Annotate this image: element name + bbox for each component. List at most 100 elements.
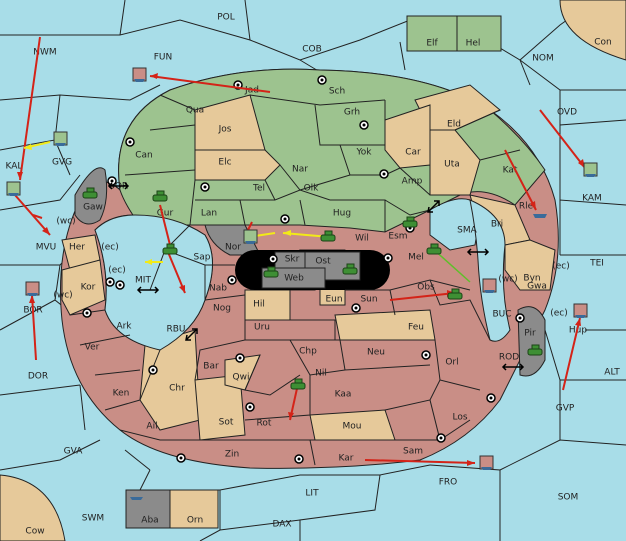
supply-center bbox=[115, 280, 125, 290]
label-pol: POL bbox=[217, 13, 235, 23]
label-gvp: GVP bbox=[556, 404, 575, 414]
label-fun: FUN bbox=[154, 53, 173, 63]
canal-arrow-rod bbox=[501, 363, 525, 371]
fleet-unit bbox=[482, 278, 497, 293]
fleet-unit bbox=[583, 162, 598, 177]
label-orl: Orl bbox=[445, 358, 458, 368]
label-obs: Obs bbox=[417, 283, 435, 293]
region-chr[interactable] bbox=[139, 329, 201, 431]
label-zin: Zin bbox=[225, 450, 239, 460]
supply-center bbox=[379, 169, 389, 179]
move-arrow bbox=[14, 194, 51, 236]
army-unit bbox=[162, 243, 178, 255]
fleet-unit bbox=[132, 67, 147, 82]
fleet-unit bbox=[243, 229, 258, 244]
supply-center bbox=[105, 277, 115, 287]
label-dor: DOR bbox=[28, 372, 48, 382]
label-kam: KAM bbox=[582, 194, 602, 204]
label-esm: Esm bbox=[388, 232, 407, 242]
supply-center bbox=[148, 365, 158, 375]
label-rbu: RBU bbox=[166, 325, 185, 335]
label-gvg: GVG bbox=[52, 158, 72, 168]
move-arrow bbox=[364, 459, 476, 464]
label-sam: Sam bbox=[403, 447, 423, 457]
label-con: Con bbox=[594, 38, 612, 48]
label-grh: Grh bbox=[344, 108, 360, 118]
fleet-unit bbox=[533, 214, 547, 218]
label-jos: Jos bbox=[218, 125, 232, 135]
coast-tag: (wc) bbox=[53, 291, 72, 301]
label-hug: Hug bbox=[333, 209, 351, 219]
label-cow: Cow bbox=[25, 527, 44, 537]
label-chp: Chp bbox=[299, 347, 317, 357]
label-nwm: NWM bbox=[33, 48, 56, 58]
label-gwa: Gwa bbox=[527, 282, 547, 292]
region-hil-tan[interactable] bbox=[244, 289, 291, 321]
move-arrow bbox=[149, 75, 271, 93]
coast-tag: (ec) bbox=[550, 309, 568, 319]
label-mou: Mou bbox=[343, 422, 362, 432]
supply-center bbox=[176, 453, 186, 463]
label-byn: Byn bbox=[523, 274, 540, 284]
supply-center bbox=[317, 75, 327, 85]
supply-center bbox=[515, 313, 525, 323]
label-gva: GVA bbox=[64, 447, 84, 457]
army-unit bbox=[152, 190, 168, 202]
fleet-unit bbox=[479, 455, 494, 470]
island-elf-hel[interactable] bbox=[406, 15, 502, 52]
label-ovd: OVD bbox=[557, 108, 577, 118]
coast-tag: (wc) bbox=[498, 275, 517, 285]
label-wil: Wil bbox=[355, 234, 369, 244]
label-kor: Kor bbox=[81, 283, 96, 293]
canal-arrow-mit bbox=[136, 286, 160, 294]
supply-center bbox=[359, 120, 369, 130]
move-arrow bbox=[32, 214, 43, 219]
region-pir[interactable] bbox=[517, 306, 546, 377]
label-nom: NOM bbox=[532, 54, 554, 64]
supply-center bbox=[107, 176, 117, 186]
label-rle: Rle bbox=[519, 202, 534, 212]
fleet-unit bbox=[25, 281, 40, 296]
label-olk: Olk bbox=[304, 184, 320, 194]
label-los: Los bbox=[452, 413, 467, 423]
label-qwi: Qwi bbox=[233, 373, 250, 383]
supply-center bbox=[383, 253, 393, 263]
move-arrow bbox=[504, 149, 537, 211]
supply-center bbox=[235, 353, 245, 363]
supply-center bbox=[125, 137, 135, 147]
label-sma: SMA bbox=[457, 226, 477, 236]
label-rod: ROD bbox=[499, 353, 519, 363]
label-yok: Yok bbox=[355, 148, 372, 158]
army-unit bbox=[263, 266, 279, 278]
label-skr: Skr bbox=[285, 255, 300, 265]
label-hil: Hil bbox=[253, 300, 265, 310]
label-hel: Hel bbox=[466, 39, 481, 49]
label-ost: Ost bbox=[315, 257, 331, 267]
label-feu: Feu bbox=[408, 323, 424, 333]
region-byn[interactable] bbox=[504, 239, 556, 291]
label-fro: FRO bbox=[439, 478, 458, 488]
move-arrow bbox=[31, 294, 37, 361]
label-kat: Kat bbox=[503, 166, 518, 176]
region-kor[interactable] bbox=[61, 259, 106, 316]
label-car: Car bbox=[405, 148, 421, 158]
supply-center bbox=[294, 454, 304, 464]
label-eld: Eld bbox=[447, 120, 461, 130]
lake-mit-rbu bbox=[94, 214, 213, 351]
label-rot: Rot bbox=[257, 419, 272, 429]
label-lan: Lan bbox=[201, 209, 217, 219]
move-orders bbox=[14, 36, 586, 466]
move-arrow bbox=[247, 221, 253, 231]
supply-center bbox=[436, 433, 446, 443]
label-uru: Uru bbox=[254, 323, 270, 333]
label-chr: Chr bbox=[169, 384, 185, 394]
label-mit: MIT bbox=[135, 276, 151, 286]
region-elc[interactable] bbox=[194, 149, 281, 181]
label-orn: Orn bbox=[187, 516, 203, 526]
army-unit bbox=[527, 344, 543, 356]
label-sun: Sun bbox=[360, 295, 377, 305]
label-her: Her bbox=[69, 243, 85, 253]
region-aba[interactable] bbox=[125, 489, 171, 529]
canal-arrow-sma bbox=[427, 200, 440, 213]
